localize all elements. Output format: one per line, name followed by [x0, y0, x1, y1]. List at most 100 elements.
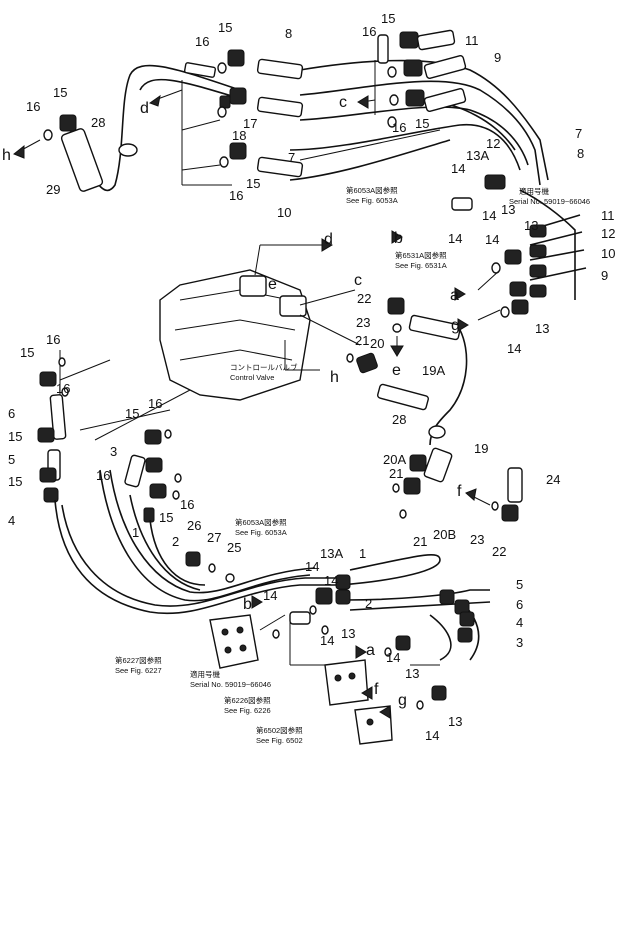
letter-h-top: h — [2, 147, 11, 164]
label-11-right: 11 — [601, 208, 615, 223]
label-13-top: 13 — [501, 202, 515, 217]
label-14-top2: 14 — [482, 208, 496, 223]
letter-f-mid: f — [457, 483, 462, 500]
label-9-right: 9 — [601, 268, 608, 283]
letter-a-low: a — [366, 642, 375, 659]
note-6053a-low: See Fig. 6053A — [235, 528, 287, 537]
note-6053a-top: See Fig. 6053A — [346, 196, 398, 205]
letter-c-top: c — [339, 94, 347, 111]
label-21-mid: 21 — [389, 466, 403, 481]
label-8-top: 8 — [285, 26, 292, 41]
label-28-top: 28 — [91, 115, 105, 130]
label-17: 17 — [243, 116, 257, 131]
lower-valve-blocks — [209, 614, 393, 745]
letter-h-mid: h — [330, 369, 339, 386]
note-6053a-jp-low: 第6053A図参照 — [235, 517, 287, 527]
label-19a: 19A — [422, 363, 445, 378]
label-13-right: 13 — [524, 218, 538, 233]
label-22-low: 22 — [492, 544, 506, 559]
label-26: 26 — [187, 518, 201, 533]
label-6-left: 6 — [8, 406, 15, 421]
note-serial-low: Serial No. 59019~66046 — [190, 680, 271, 689]
label-27: 27 — [207, 530, 221, 545]
label-15-mid: 15 — [246, 176, 260, 191]
label-15-topright: 15 — [381, 11, 395, 26]
letter-d-top: d — [140, 100, 149, 117]
label-9-top: 9 — [494, 50, 501, 65]
note-6531a-jp: 第6531A図参照 — [395, 250, 447, 260]
label-14-low1: 14 — [305, 559, 319, 574]
label-14-low2: 14 — [324, 573, 338, 588]
label-18: 18 — [232, 128, 246, 143]
label-21-top: 21 — [355, 333, 369, 348]
label-14-right: 14 — [485, 232, 499, 247]
label-1-low: 1 — [359, 546, 366, 561]
note-cv: Control Valve — [230, 373, 274, 382]
letter-f-low: f — [374, 681, 379, 698]
label-6-right: 6 — [516, 597, 523, 612]
label-16-l5: 16 — [180, 497, 194, 512]
label-16-l3: 16 — [96, 468, 110, 483]
note-6502-jp: 第6502図参照 — [256, 725, 303, 735]
label-14-top: 14 — [451, 161, 465, 176]
note-serial-jp-low: 適用号機 — [190, 669, 220, 679]
note-6502: See Fig. 6502 — [256, 736, 303, 745]
label-11-top: 11 — [465, 33, 479, 48]
label-16-left: 16 — [26, 99, 40, 114]
label-15-l2: 15 — [8, 429, 22, 444]
label-16-l1: 16 — [46, 332, 60, 347]
note-cv-jp: コントロールバルブ — [230, 362, 298, 372]
label-7-mid: 7 — [288, 150, 295, 165]
control-valve — [159, 238, 361, 401]
label-13a-low: 13A — [320, 546, 343, 561]
label-7-right: 7 — [575, 126, 582, 141]
label-23-top: 23 — [356, 315, 370, 330]
lower-center-fittings — [185, 551, 447, 710]
label-16-l4: 16 — [148, 396, 162, 411]
label-13-low: 13 — [341, 626, 355, 641]
label-5-left: 5 — [8, 452, 15, 467]
upper-hose-bundle — [89, 59, 549, 192]
letter-c-mid: c — [354, 272, 362, 289]
label-8-right: 8 — [577, 146, 584, 161]
label-15-l4: 15 — [125, 406, 139, 421]
label-24: 24 — [546, 472, 560, 487]
letter-d-mid: d — [324, 231, 333, 248]
label-2-low: 2 — [365, 596, 372, 611]
label-13-low2: 13 — [405, 666, 419, 681]
label-25: 25 — [227, 540, 241, 555]
letter-b-right: b — [394, 230, 403, 247]
label-15-top: 15 — [218, 20, 232, 35]
label-4-left: 4 — [8, 513, 15, 528]
label-22-top: 22 — [357, 291, 371, 306]
note-6531a: See Fig. 6531A — [395, 261, 447, 270]
note-6227-jp: 第6227図参照 — [115, 655, 162, 665]
label-16-topright: 16 — [362, 24, 376, 39]
label-28-mid: 28 — [392, 412, 406, 427]
label-12-right: 12 — [601, 226, 615, 241]
note-6226: See Fig. 6226 — [224, 706, 271, 715]
connection-arrows — [251, 230, 469, 659]
letter-g-right: g — [451, 317, 460, 334]
top-right-fittings — [357, 29, 467, 128]
label-3-right: 3 — [516, 635, 523, 650]
label-15-left: 15 — [53, 85, 67, 100]
label-15-rightmid: 15 — [415, 116, 429, 131]
label-3-left: 3 — [110, 444, 117, 459]
note-serial-jp-top: 適用号機 — [519, 186, 549, 196]
label-12-top: 12 — [486, 136, 500, 151]
left-top-group — [13, 114, 138, 192]
lower-left-hoses — [54, 469, 491, 661]
label-29: 29 — [46, 182, 60, 197]
label-16-mid: 16 — [229, 188, 243, 203]
letter-g-low: g — [398, 692, 407, 709]
label-14-low6: 14 — [425, 728, 439, 743]
label-10-top: 10 — [277, 205, 291, 220]
label-13a-top: 13A — [466, 148, 489, 163]
label-21-low: 21 — [413, 534, 427, 549]
note-serial-top: Serial No. 59019~66046 — [509, 197, 590, 206]
reference-notes: 第6053A図参照 See Fig. 6053A 適用号機 Serial No.… — [115, 185, 590, 745]
center-fittings — [346, 297, 523, 522]
label-23-low: 23 — [470, 532, 484, 547]
